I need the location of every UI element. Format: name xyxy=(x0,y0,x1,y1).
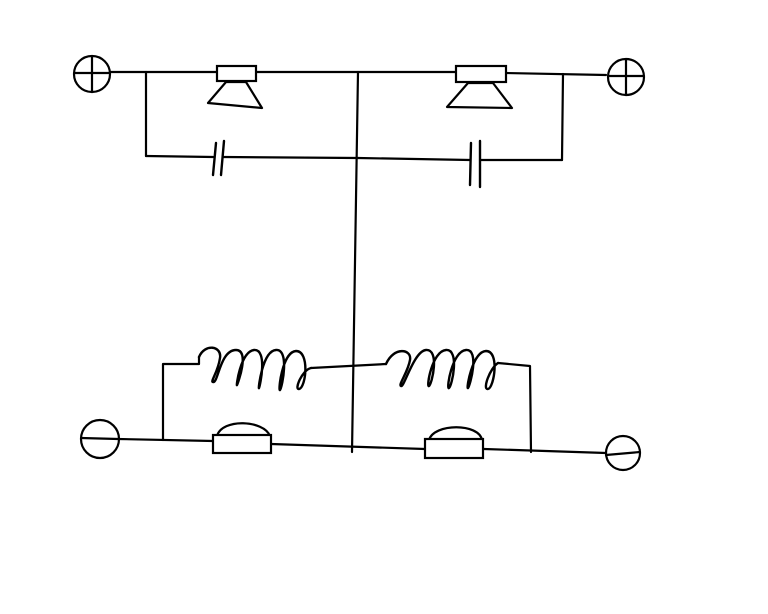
inductor-branch-wires xyxy=(161,355,533,454)
speaker-cone xyxy=(215,422,272,438)
capacitor-branch-left xyxy=(144,70,360,160)
central-wire xyxy=(350,70,360,454)
terminal-bottom-left[interactable] xyxy=(79,418,121,460)
inductor-coil xyxy=(384,348,500,391)
tweeter-left[interactable] xyxy=(206,64,264,110)
terminal-top-left[interactable] xyxy=(72,54,112,94)
capacitor-left[interactable] xyxy=(211,139,226,177)
capacitor-plate xyxy=(211,141,218,177)
bottom-rail-wire xyxy=(482,447,608,455)
inductor-branch-wire-middle xyxy=(309,362,388,370)
speaker-magnet xyxy=(454,64,508,84)
bottom-rail-wire xyxy=(116,437,215,443)
branch-wire xyxy=(144,154,215,159)
woofer-right[interactable] xyxy=(423,426,485,460)
capacitor-branch-right xyxy=(356,72,565,162)
bottom-rail-wires xyxy=(116,437,608,455)
woofer-left[interactable] xyxy=(211,422,273,455)
terminal-bottom-right[interactable] xyxy=(604,434,642,472)
capacitor-plate xyxy=(219,139,226,177)
minus-sign xyxy=(79,436,120,441)
top-rail-wire xyxy=(504,71,608,77)
central-vertical-wire xyxy=(350,70,360,454)
top-rail-wires xyxy=(109,70,608,77)
inductor-branch-wire-left xyxy=(161,355,201,442)
inductor-branch-wire-right xyxy=(496,361,533,454)
branch-wire xyxy=(356,156,472,162)
speaker-cone xyxy=(427,426,484,442)
branch-wire xyxy=(560,72,565,162)
speaker-cone xyxy=(445,81,514,110)
capacitor-plate xyxy=(468,141,473,187)
speaker-cone xyxy=(206,80,264,110)
capacitor-right[interactable] xyxy=(468,139,482,189)
terminal-top-right[interactable] xyxy=(606,57,646,97)
speaker-magnet xyxy=(215,64,258,83)
minus-sign xyxy=(604,450,642,457)
speaker-magnet xyxy=(211,433,273,455)
bottom-rail-wire xyxy=(269,442,427,451)
inductor-coil xyxy=(197,346,313,392)
inductor-right[interactable] xyxy=(384,348,500,391)
tweeter-right[interactable] xyxy=(445,64,514,110)
inductor-left[interactable] xyxy=(197,346,313,392)
speaker-magnet xyxy=(423,437,485,460)
branch-wire xyxy=(221,155,360,160)
